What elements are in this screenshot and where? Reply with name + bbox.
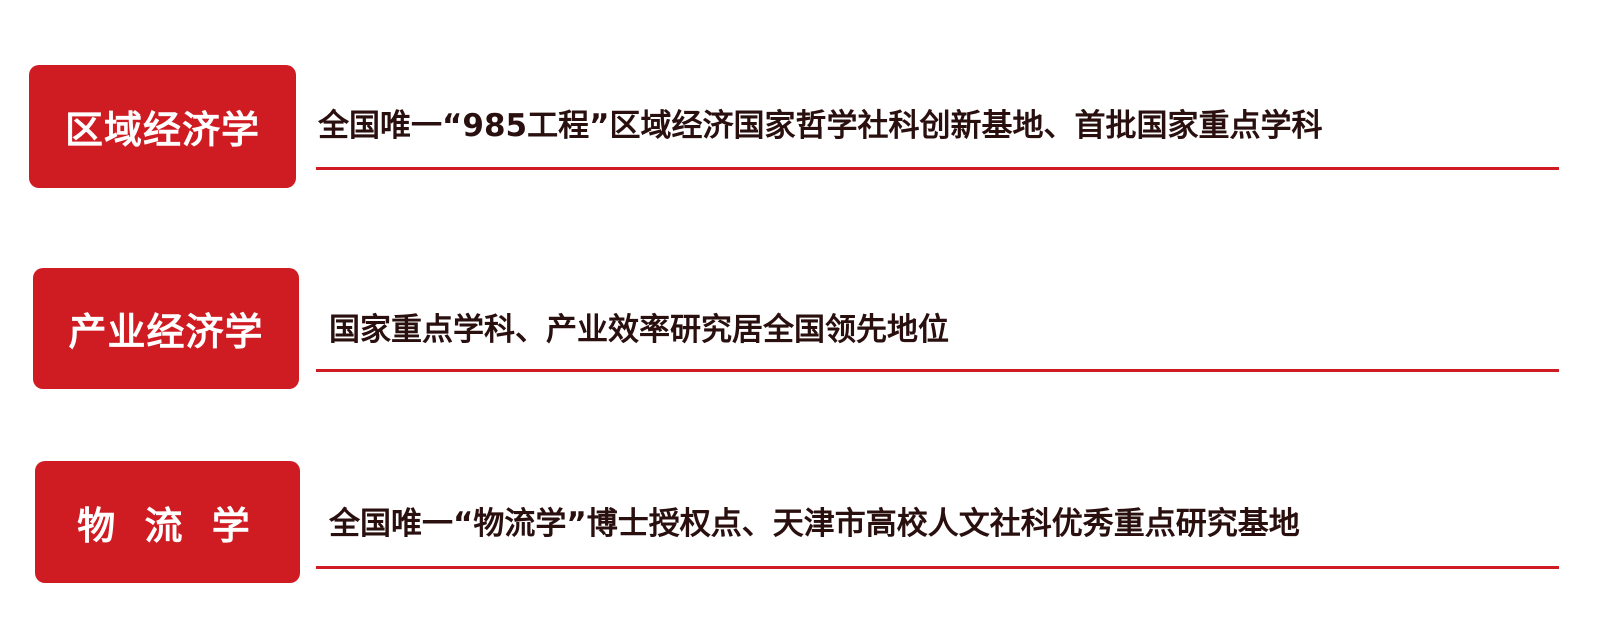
- discipline-description: 全国唯一“985工程”区域经济国家哲学社科创新基地、首批国家重点学科: [318, 108, 1323, 144]
- discipline-tag: 产业经济学: [33, 268, 299, 389]
- discipline-description: 国家重点学科、产业效率研究居全国领先地位: [329, 312, 949, 348]
- discipline-tag: 区域经济学: [29, 65, 296, 188]
- divider-line: [316, 566, 1559, 569]
- divider-line: [316, 167, 1559, 170]
- discipline-description: 全国唯一“物流学”博士授权点、天津市高校人文社科优秀重点研究基地: [329, 506, 1300, 542]
- discipline-tag: 物 流 学: [35, 461, 300, 583]
- divider-line: [316, 369, 1559, 372]
